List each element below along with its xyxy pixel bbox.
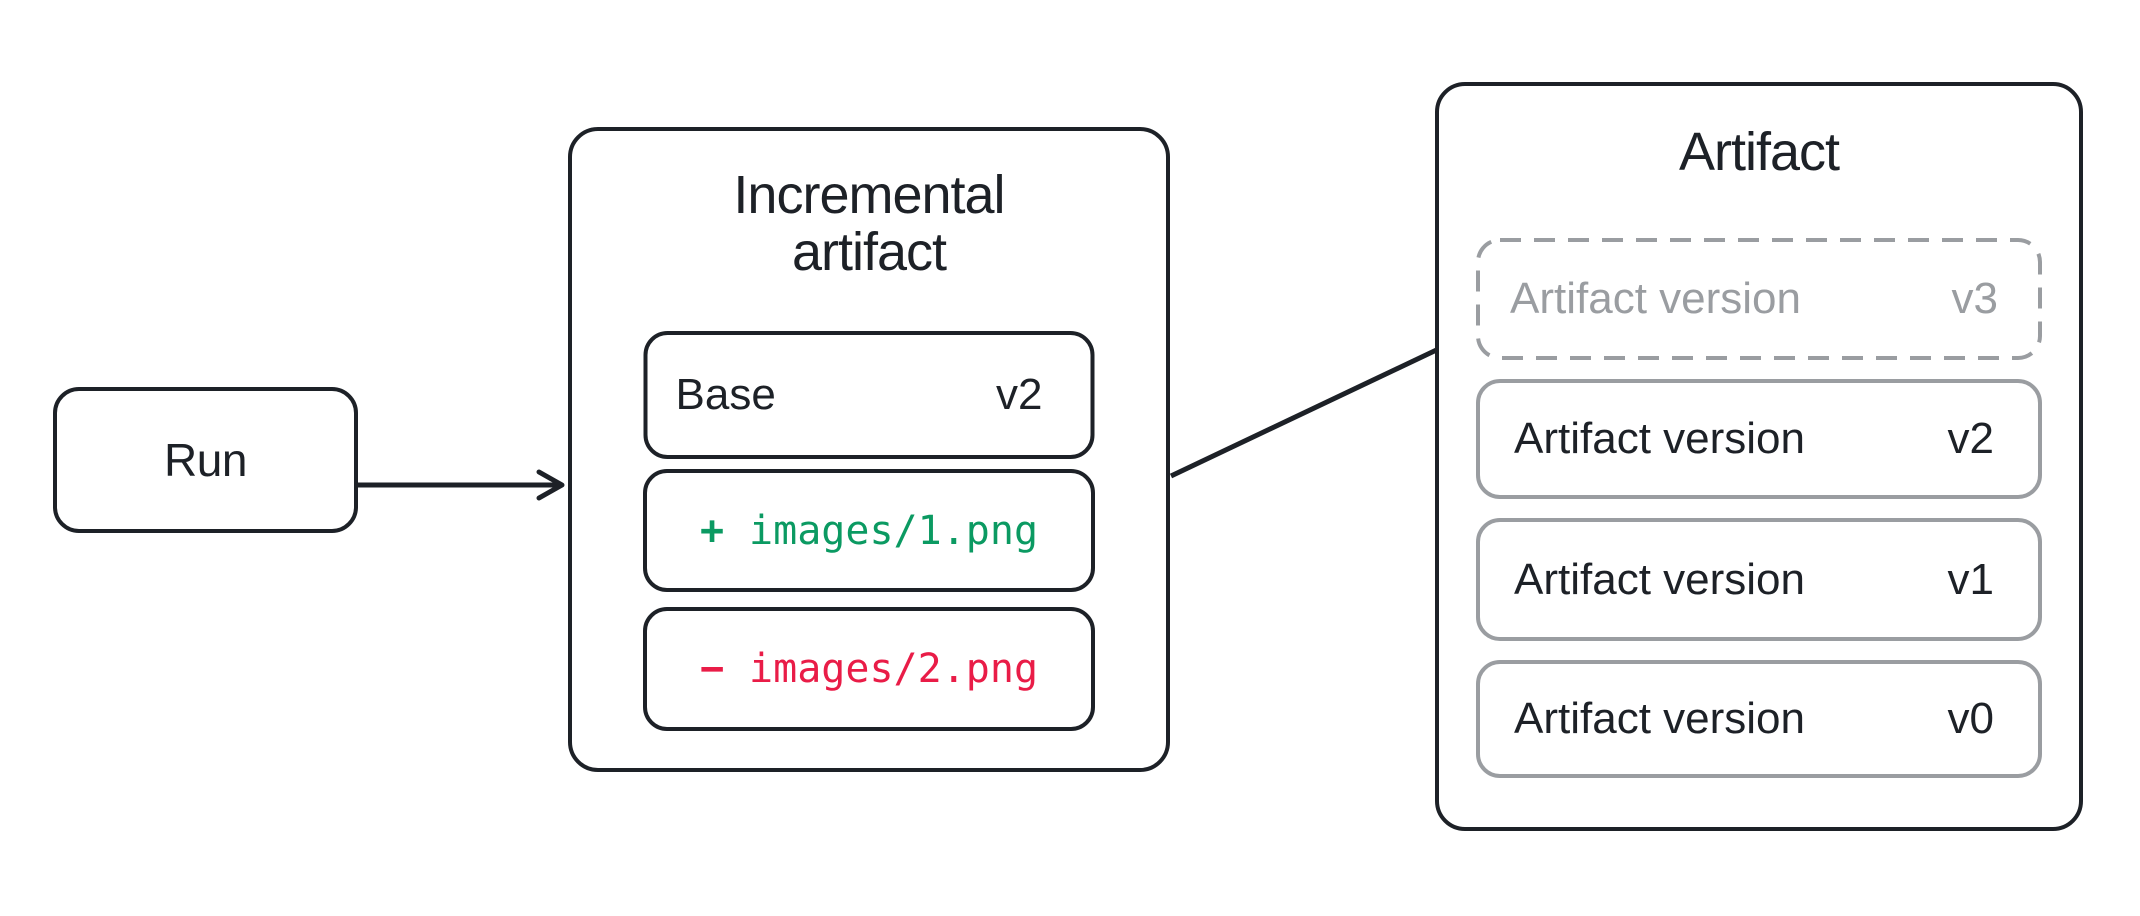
minus-icon: − [699, 646, 725, 692]
removed-file-entry: − images/2.png [643, 607, 1095, 731]
artifact-version-label: Artifact version [1514, 694, 1805, 743]
artifact-version-number: v2 [1947, 414, 1994, 463]
incremental-title-line2: artifact [791, 222, 947, 283]
artifact-version-number: v3 [1951, 274, 1998, 323]
incremental-to-artifact-arrow [1169, 330, 1471, 479]
artifact-version-row-v3: Artifact version v3 [1476, 238, 2042, 360]
artifact-node: Artifact Artifact version v3 Artifact ve… [1435, 82, 2083, 831]
incremental-artifact-title: Incremental artifact [572, 165, 1166, 283]
artifact-version-label: Artifact version [1510, 274, 1801, 323]
artifact-version-row-v2: Artifact version v2 [1476, 379, 2042, 499]
artifact-version-row-v0: Artifact version v0 [1476, 660, 2042, 778]
artifact-version-number: v0 [1947, 694, 1994, 743]
artifact-version-label: Artifact version [1514, 554, 1805, 604]
incremental-artifact-node: Incremental artifact Base v2 + images/1.… [568, 127, 1170, 772]
plus-icon: + [699, 507, 725, 554]
removed-file-path: images/2.png [749, 646, 1039, 692]
run-node: Run [53, 387, 358, 533]
artifact-title: Artifact [1678, 122, 1840, 182]
artifact-version-label: Artifact version [1514, 414, 1805, 463]
artifact-version-number: v1 [1947, 554, 1994, 604]
base-version-entry: Base v2 [643, 331, 1095, 459]
incremental-title-line1: Incremental [733, 165, 1005, 225]
base-entry-version: v2 [996, 370, 1043, 419]
run-label: Run [164, 434, 247, 486]
artifact-version-row-v1: Artifact version v1 [1476, 518, 2042, 641]
added-file-path: images/1.png [749, 507, 1039, 554]
base-entry-label: Base [675, 370, 776, 419]
added-file-entry: + images/1.png [643, 469, 1095, 592]
